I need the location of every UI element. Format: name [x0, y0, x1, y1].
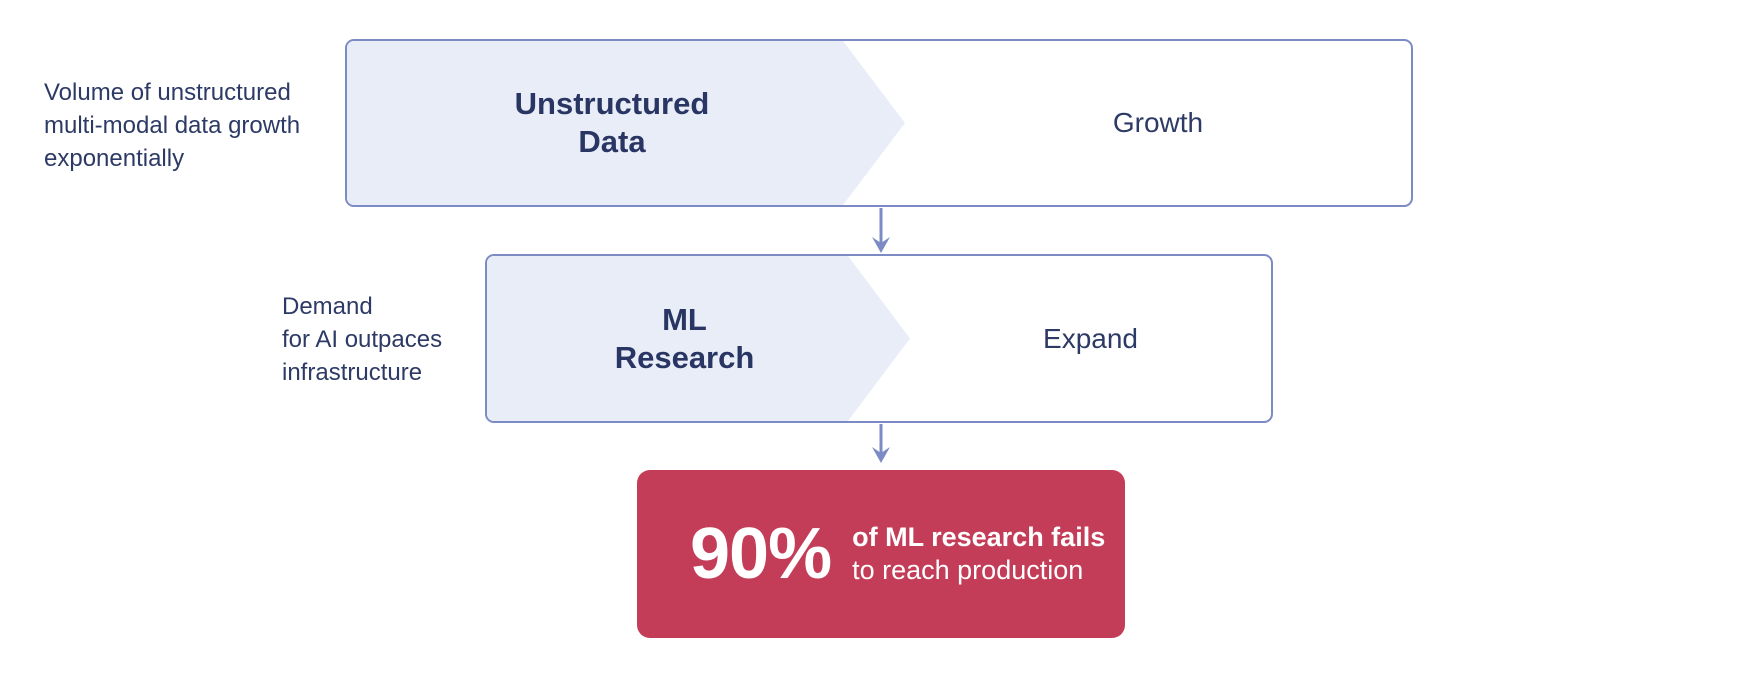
- stat-text: of ML research fails to reach production: [852, 521, 1105, 587]
- stat-value: 90%: [690, 514, 832, 594]
- step-action-expand: Expand: [1043, 322, 1138, 354]
- step-action-growth: Growth: [1112, 107, 1204, 138]
- arrow-down-icon: [872, 424, 890, 463]
- arrow-down-icon: [872, 208, 890, 253]
- stat-line-2: to reach production: [852, 555, 1084, 585]
- annotation-data-growth: Volume of unstructured multi-modal data …: [44, 79, 301, 172]
- flow-step-unstructured-data: Unstructured Data Growth: [345, 39, 1413, 207]
- stat-card: 90% of ML research fails to reach produc…: [637, 470, 1125, 638]
- step-title-unstructured-data: Unstructured Data: [514, 86, 710, 159]
- flow-step-ml-research: ML Research Expand: [485, 254, 1273, 423]
- chevron-shape-ml-research: ML Research: [487, 256, 910, 421]
- chevron-shape-unstructured-data: Unstructured Data: [347, 41, 905, 205]
- annotation-ai-demand: Demand for AI outpaces infrastructure: [282, 293, 443, 386]
- stat-line-1: of ML research fails: [852, 522, 1106, 552]
- step-title-ml-research: ML Research: [614, 301, 755, 375]
